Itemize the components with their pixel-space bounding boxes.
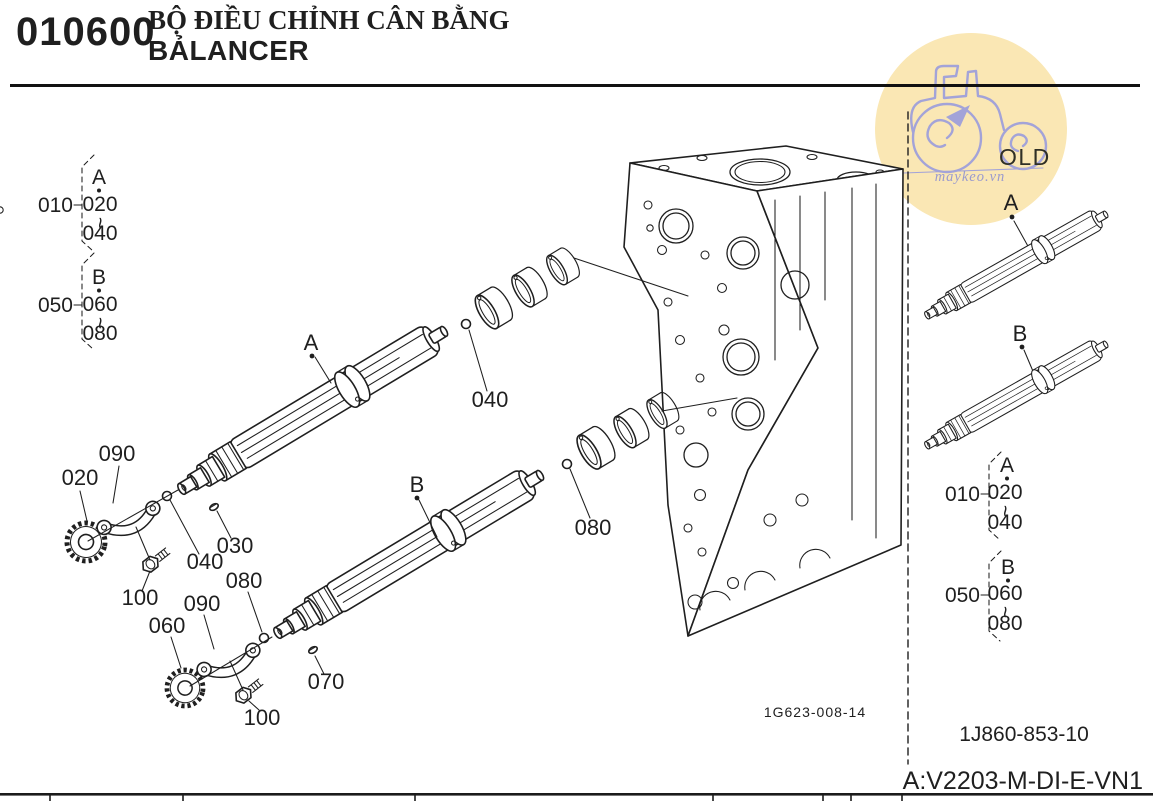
callout-080-left: 080 <box>226 568 263 593</box>
key-030 <box>207 501 221 513</box>
page-title: BỘ ĐIỀU CHỈNH CÂN BẰNG BẢLANCER <box>148 5 510 66</box>
ball-040-right <box>460 318 472 330</box>
callout-090-bottom: 090 <box>184 591 221 616</box>
legend-ref: 050 <box>945 584 980 607</box>
site-watermark: maykeo.vn <box>935 169 1006 185</box>
legend-variant: B <box>92 266 106 289</box>
legend-to: 040 <box>82 222 117 245</box>
shaft-b-variant <box>918 331 1115 459</box>
legend-tilde: ~ <box>993 505 1016 517</box>
legend-ref: 010 <box>945 483 980 506</box>
callout-100-bottom: 100 <box>244 705 281 730</box>
legend-ref: 050 <box>38 294 73 317</box>
callout-060: 060 <box>149 613 186 638</box>
header-rule <box>10 84 1140 87</box>
callouts: 020 090 030 040 100 080 090 060 070 100 … <box>62 190 1028 730</box>
label-dots <box>309 214 1025 501</box>
table-top-rule <box>0 793 1153 801</box>
figure-number-right: 1J860-853-10 <box>959 723 1089 746</box>
key-070 <box>306 644 320 656</box>
legend-variant: A <box>1000 454 1014 477</box>
ball-080-right <box>561 458 573 470</box>
retainer-090-top <box>95 494 163 544</box>
legend-to: 080 <box>82 322 117 345</box>
legend-tilde: ~ <box>993 606 1016 618</box>
bolt-100-top <box>138 544 173 576</box>
legend-right: 010 A 020 ~ 040 050 B 060 ~ 080 <box>945 451 1023 642</box>
legend-variant: B <box>1001 556 1015 579</box>
bearing-rings-a <box>469 244 585 333</box>
label-shaft-b: B <box>410 472 425 497</box>
callout-070: 070 <box>308 669 345 694</box>
ball-080-left <box>258 632 270 644</box>
title-vietnamese: BỘ ĐIỀU CHỈNH CÂN BẰNG <box>148 5 510 35</box>
bolt-100-bottom <box>231 675 266 707</box>
section-code: 010600 <box>16 10 156 54</box>
callout-080-right: 080 <box>575 515 612 540</box>
legend-from: 060 <box>987 582 1022 605</box>
legend-left: 010 A 020 ~ 040 050 B 060 ~ 080 <box>38 154 118 350</box>
title-english: BẢLANCER <box>148 35 310 66</box>
watermark: maykeo.vn OLD <box>875 33 1067 225</box>
callout-030: 030 <box>217 533 254 558</box>
old-badge: OLD <box>999 144 1051 170</box>
legend-ref: 010 <box>38 194 73 217</box>
legend-to: 040 <box>987 511 1022 534</box>
legend-variant: A <box>92 166 106 189</box>
tractor-icon <box>902 64 1048 174</box>
label-shaft-a: A <box>304 330 319 355</box>
engine-block <box>0 145 904 637</box>
figure-number-main: 1G623-008-14 <box>764 704 866 720</box>
retainer-090-bottom <box>195 636 263 686</box>
leader-lines <box>79 220 1036 711</box>
legend-from: 020 <box>82 193 117 216</box>
legend-from: 060 <box>82 293 117 316</box>
label-variant-b: B <box>1013 321 1028 346</box>
callout-100-top: 100 <box>122 585 159 610</box>
watermark-circle <box>875 33 1067 225</box>
callout-040-right: 040 <box>472 387 509 412</box>
legend-to: 080 <box>987 612 1022 635</box>
legend-tilde: ~ <box>88 217 111 229</box>
label-variant-a: A <box>1004 190 1019 215</box>
callout-040-left: 040 <box>187 549 224 574</box>
callout-020: 020 <box>62 465 99 490</box>
callout-090-top: 090 <box>99 441 136 466</box>
legend-tilde: ~ <box>88 317 111 329</box>
legend-from: 020 <box>987 481 1022 504</box>
model-code: A:V2203-M-DI-E-VN1 <box>903 767 1143 795</box>
